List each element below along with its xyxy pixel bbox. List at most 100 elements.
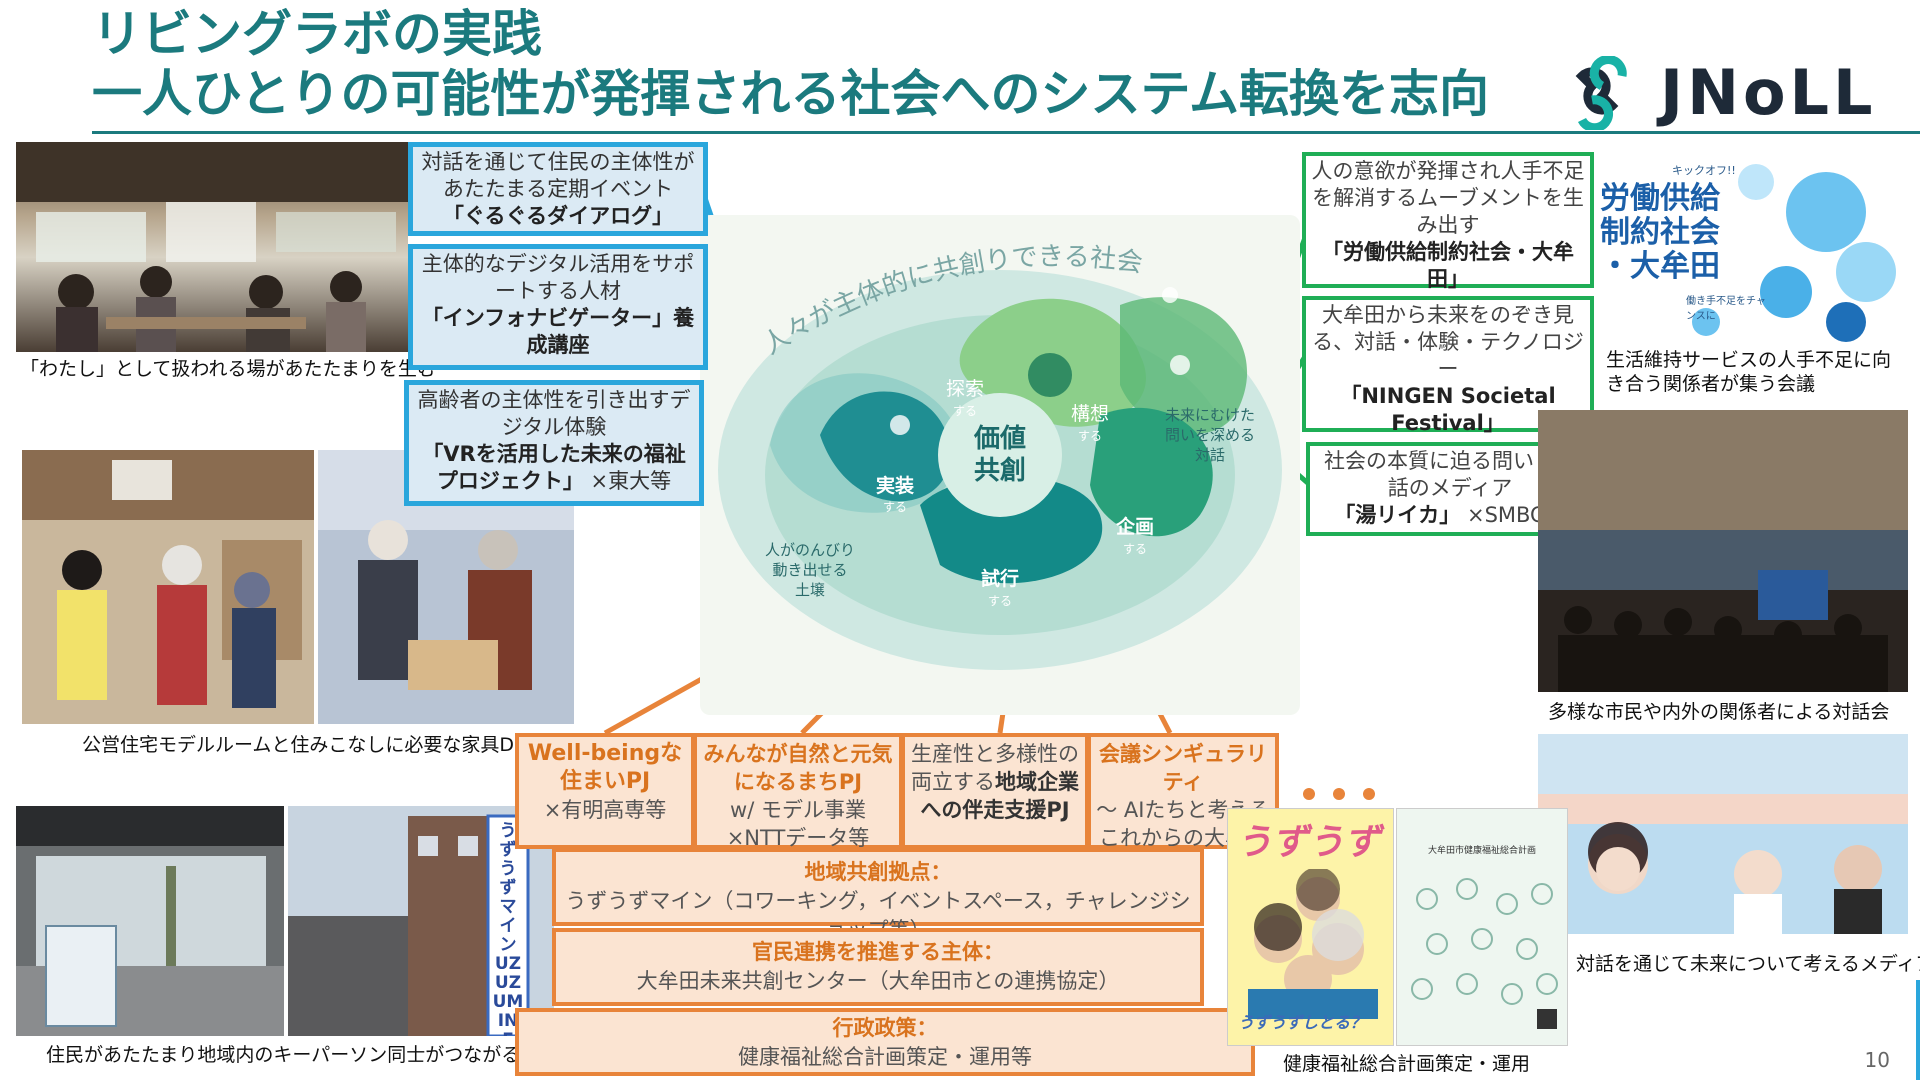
green-box-2-text: 大牟田から未来をのぞき見る、対話・体験・テクノロジー <box>1312 303 1584 381</box>
blue-box-vr-welfare: 高齢者の主体性を引き出すデジタル体験 「VRを活用した未来の福祉プロジェクト」 … <box>404 380 704 506</box>
caption-model-room: 公営住宅モデルルームと住みこなしに必要な家具DIY <box>82 734 532 756</box>
accent-bubble-2 <box>890 415 910 435</box>
blue-box-1-text: 対話を通じて住民の主体性があたたまる定期イベント <box>421 150 695 201</box>
left-note-3: 土壌 <box>795 581 825 599</box>
blue-box-2-bold: 「インフォナビゲーター」養成講座 <box>421 306 695 357</box>
image-yureika-media <box>1538 734 1908 934</box>
bar-1-title: 地域共創拠点： <box>804 860 952 884</box>
photo-dialogue-meeting-art <box>1538 410 1908 692</box>
value-cocreation-diagram: 人々が主体的に共創りできる社会 価値 共創 探索 する 構想 する 実装 する … <box>700 215 1300 715</box>
poster-kicker: キックオフ!! <box>1672 164 1736 177</box>
blue-box-3-bold: 「VRを活用した未来の福祉プロジェクト」 <box>422 442 686 493</box>
orange-box-1-bold: Well-beingな住まいPJ <box>527 741 683 794</box>
caption-uzuzumine: 住民があたたまり地域内のキーパーソン同士がつながる場 <box>46 1044 540 1066</box>
node-trial-label: 試行 <box>981 567 1019 590</box>
green-box-labor-supply: 人の意欲が発揮され人手不足を解消するムーブメントを生み出す 「労働供給制約社会・… <box>1302 152 1594 291</box>
doc-health-welfare-plan: 大牟田市健康福祉総合計画 <box>1396 808 1568 1046</box>
green-box-1-bold: 「労働供給制約社会・大牟田」 <box>1322 240 1574 291</box>
poster-title-2: 制約社会 <box>1600 215 1720 250</box>
title-rule <box>92 131 1920 134</box>
poster-title-3: ・大牟田 <box>1600 249 1720 284</box>
green-box-1-text: 人の意欲が発揮され人手不足を解消するムーブメントを生み出す <box>1311 159 1585 237</box>
accent-bubble-3 <box>1170 355 1190 375</box>
node-plan-label: 企画 <box>1115 515 1154 538</box>
orange-box-3-bold: 地域企業への伴走支援PJ <box>920 770 1079 822</box>
photo-uzuzumine-interior-art <box>16 806 284 1036</box>
blue-box-info-navigator: 主体的なデジタル活用をサポートする人材 「インフォナビゲーター」養成講座 <box>408 244 708 370</box>
doc-uzuuzu-title: うずうず <box>1236 822 1381 863</box>
poster-labor-supply: キックオフ!! 労働供給 制約社会 ・大牟田 働き手不足をチャンスに <box>1596 142 1906 342</box>
logo-text: JNoLL <box>1660 56 1877 129</box>
bar-2-text: 大牟田未来共創センター（大牟田市との連携協定） <box>636 969 1120 993</box>
poster-title-1: 労働供給 <box>1600 181 1720 216</box>
right-note-3: 対話 <box>1195 446 1225 464</box>
right-note-1: 未来にむけた <box>1165 406 1255 424</box>
blue-box-3-text: 高齢者の主体性を引き出すデジタル体験 <box>417 388 691 439</box>
logo-mark-icon <box>1575 54 1627 133</box>
green-box-3-text: 社会の本質に迫る問いと対話のメディア <box>1324 449 1576 500</box>
orange-box-meeting-singularity: 会議シンギュラリティ ～ AIたちと考えるこれからの大牟田 <box>1087 733 1279 850</box>
page-title: リビングラボの実践 一人ひとりの可能性が発揮される社会へのシステム転換を志向 <box>92 4 1489 124</box>
accent-bubble-4 <box>1162 287 1178 303</box>
plan-blob <box>1090 407 1213 537</box>
jnoll-logo: JNoLL <box>1562 54 1912 133</box>
ellipsis-dot-1 <box>1303 788 1315 800</box>
orange-box-wellbeing-housing: Well-beingな住まいPJ ×有明高専等 <box>515 733 695 849</box>
photo-model-room <box>22 450 314 724</box>
orange-box-1-text: ×有明高専等 <box>543 798 667 822</box>
blue-box-2-text: 主体的なデジタル活用をサポートする人材 <box>421 252 695 303</box>
bar-public-private: 官民連携を推進する主体： 大牟田未来共創センター（大牟田市との連携協定） <box>552 928 1204 1006</box>
title-line-2: 一人ひとりの可能性が発揮される社会へのシステム転換を志向 <box>92 65 1489 123</box>
doc-uzuuzu-cover: うずうず うずうずしとる？ <box>1227 808 1394 1046</box>
bar-regional-hub: 地域共創拠点： うずうずマイン（コワーキング，イベントスペース，チャレンジショッ… <box>552 848 1204 942</box>
blue-box-guruguru-dialog: 対話を通じて住民の主体性があたたまる定期イベント 「ぐるぐるダイアログ」 <box>408 142 708 236</box>
doc-uzuuzu-bottom: うずうずしとる？ <box>1238 1013 1367 1032</box>
poster-title: 労働供給 制約社会 ・大牟田 <box>1600 182 1720 284</box>
doc-uzuuzu-illustration <box>1248 869 1378 1019</box>
uzuzumine-sign: うずうずマイン UZUZUMINE <box>492 821 524 1037</box>
bar-3-title: 行政政策： <box>832 1016 938 1040</box>
center-label-1: 価値 <box>973 424 1026 454</box>
poster-labor-supply-art <box>1692 164 1896 342</box>
title-line-1: リビングラボの実践 <box>92 5 542 63</box>
green-box-2-bold: 「NINGEN Societal Festival」 <box>1340 384 1556 435</box>
node-explore-label: 探索 <box>946 378 984 400</box>
doc-health-plan-illustration <box>1411 878 1558 1029</box>
poster-subtitle: 働き手不足をチャンスに <box>1686 296 1766 322</box>
accent-bubble-1 <box>1028 353 1072 397</box>
node-plan-sub: する <box>1123 542 1147 556</box>
caption-health-plan: 健康福祉総合計画策定・運用 <box>1283 1053 1531 1075</box>
photo-dialogue-meeting <box>1538 410 1908 692</box>
photo-uzuzumine-interior <box>16 806 284 1036</box>
green-box-ningen-festival: 大牟田から未来をのぞき見る、対話・体験・テクノロジー 「NINGEN Socie… <box>1302 296 1594 435</box>
blue-box-1-bold: 「ぐるぐるダイアログ」 <box>442 204 674 228</box>
ellipsis-dot-3 <box>1363 788 1375 800</box>
orange-box-local-business: 生産性と多様性の両立する地域企業への伴走支援PJ <box>901 733 1089 849</box>
left-note-2: 動き出せる <box>772 561 847 579</box>
edge-accent-bar <box>1916 980 1920 1080</box>
caption-dialogue-event: 「わたし」として扱われる場があたたまりを生む <box>20 358 436 380</box>
node-trial-sub: する <box>988 594 1012 608</box>
photo-uzuzumine-exterior-art <box>288 814 530 1036</box>
node-explore-sub: する <box>953 404 977 418</box>
doc-health-plan-title: 大牟田市健康福祉総合計画 <box>1427 846 1536 856</box>
photo-uzuzumine-exterior: うずうずマイン UZUZUMINE <box>288 806 554 1036</box>
node-implement-label: 実装 <box>876 474 914 497</box>
node-concept-sub: する <box>1078 429 1102 443</box>
green-box-3-bold: 「湯リイカ」 <box>1334 503 1461 527</box>
bar-3-text: 健康福祉総合計画策定・運用等 <box>738 1045 1032 1069</box>
orange-box-4-bold: 会議シンギュラリティ <box>1099 742 1267 794</box>
page-number: 10 <box>1864 1048 1890 1072</box>
bar-2-title: 官民連携を推進する主体： <box>752 940 1004 964</box>
caption-yureika-media: 対話を通じて未来について考えるメディア <box>1576 953 1920 975</box>
orange-box-2-bold: みんなが自然と元気になるまちPJ <box>703 742 893 794</box>
ellipsis-dot-2 <box>1333 788 1345 800</box>
caption-dialogue-meeting: 多様な市民や内外の関係者による対話会 <box>1548 701 1890 723</box>
blue-box-3-suffix: ×東大等 <box>590 469 672 493</box>
right-note-2: 問いを深める <box>1165 426 1255 444</box>
photo-dialogue-event <box>16 142 408 352</box>
center-circle <box>938 393 1062 517</box>
left-note-1: 人がのんびり <box>765 541 855 559</box>
implement-blob <box>820 391 950 502</box>
orange-box-2-text: w/ モデル事業×NTTデータ等 <box>726 798 870 850</box>
